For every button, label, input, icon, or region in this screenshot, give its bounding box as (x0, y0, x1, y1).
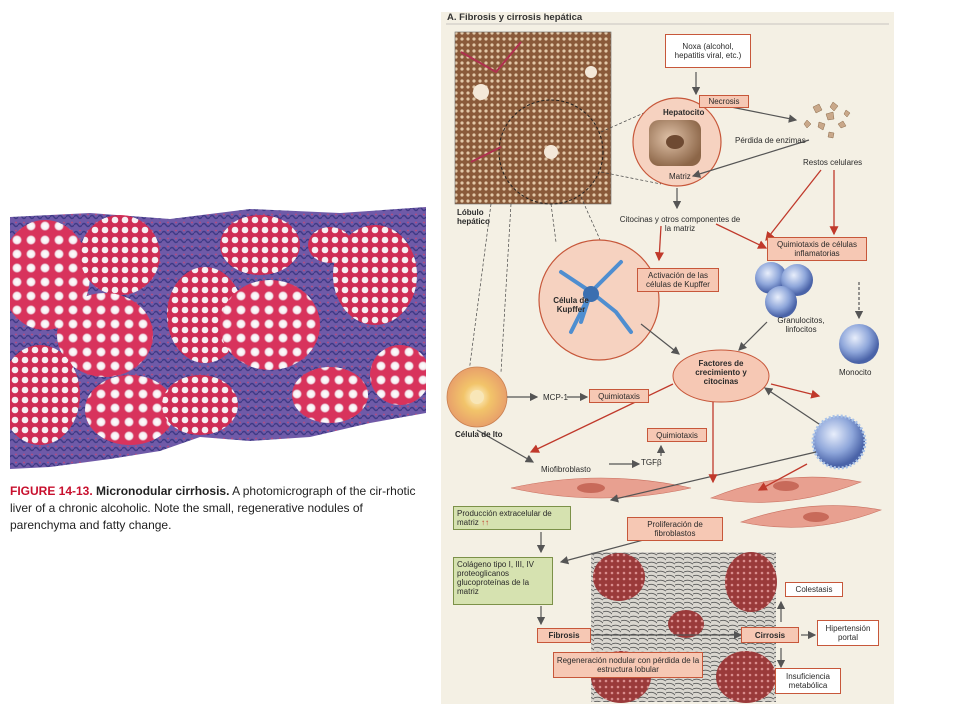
quimiotaxis-box-1: Quimiotaxis (589, 389, 649, 403)
insuficiencia-box: Insuficiencia metabólica (775, 668, 841, 694)
hipertension-box: Hipertensión portal (817, 620, 879, 646)
micronodular-cirrhosis-photomicrograph (10, 205, 426, 475)
diagram-artwork (446, 23, 889, 703)
regeneracion-box: Regeneración nodular con pérdida de la e… (553, 652, 703, 678)
lobulo-hepatico-label: Lóbulo hepático (457, 208, 490, 226)
quimiotaxis-box-2: Quimiotaxis (647, 428, 707, 442)
diagram-heading: A. Fibrosis y cirrosis hepática (447, 12, 583, 23)
monocito-label: Monocito (839, 368, 872, 377)
figure-title: Micronodular cirrhosis. (96, 484, 230, 498)
fibrosis-cirrhosis-diagram: A. Fibrosis y cirrosis hepática Noxa (al… (441, 12, 894, 704)
celula-ito-label: Célula de Ito (455, 430, 503, 439)
perdida-enzimas-label: Pérdida de enzimas (735, 136, 806, 145)
mcp-label: MCP-1 (543, 393, 568, 402)
cirrosis-box: Cirrosis (741, 627, 799, 643)
produccion-matriz-box: Producción extracelular de matriz ↑↑ (453, 506, 571, 530)
activacion-kupffer-box: Activación de las células de Kupffer (637, 268, 719, 292)
matriz-label: Matriz (669, 172, 691, 181)
micrograph-image (10, 205, 426, 475)
restos-celulares-label: Restos celulares (803, 158, 863, 167)
up-arrow-icon: ↑↑ (481, 518, 490, 527)
necrosis-box: Necrosis (699, 95, 749, 108)
produccion-label: Producción extracelular de matriz (457, 509, 552, 527)
tgfb-label: TGFβ (641, 458, 662, 467)
figure-number: FIGURE 14-13. (10, 484, 93, 498)
fibrosis-box: Fibrosis (537, 628, 591, 643)
colageno-box: Colágeno tipo I, III, IV proteoglicanos … (453, 557, 553, 605)
miofibroblasto-label: Miofibroblasto (541, 465, 591, 474)
proliferacion-box: Proliferación de fibroblastos (627, 517, 723, 541)
quimiotaxis-celulas-box: Quimiotaxis de células inflamatorias (767, 237, 867, 261)
kupffer-label: Célula de Kupffer (553, 296, 589, 314)
noxa-box: Noxa (alcohol, hepatitis viral, etc.) (665, 34, 751, 68)
granulocitos-label: Granulocitos, linfocitos (777, 316, 825, 334)
figure-text: A photomicrograph of the cir-rhotic live… (10, 484, 416, 532)
factores-label: Factores de crecimiento y citocinas (695, 359, 747, 386)
colestasis-box: Colestasis (785, 582, 843, 597)
citocinas-label: Citocinas y otros componentes de la matr… (619, 215, 741, 233)
figure-caption: FIGURE 14-13. Micronodular cirrhosis. A … (10, 483, 430, 534)
hepatocito-label: Hepatocito (663, 108, 705, 117)
